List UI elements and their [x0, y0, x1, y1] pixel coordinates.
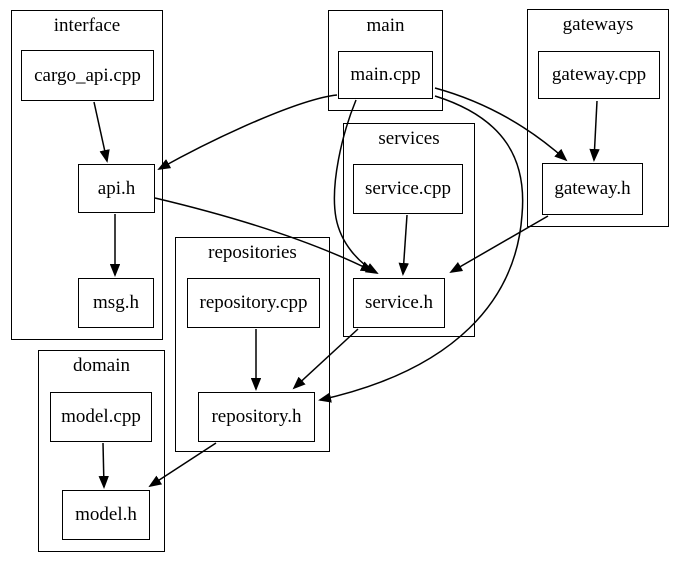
node-main.cpp-label: main.cpp [350, 64, 421, 85]
node-gateway.cpp: gateway.cpp [538, 51, 660, 99]
node-model.h-label: model.h [75, 504, 137, 525]
node-model.h: model.h [62, 490, 150, 540]
node-cargo_api.cpp-label: cargo_api.cpp [34, 64, 141, 86]
node-cargo_api.cpp: cargo_api.cpp [21, 50, 154, 101]
node-repository.cpp: repository.cpp [187, 278, 320, 328]
cluster-interface-label: interface [53, 15, 121, 36]
node-gateway.h: gateway.h [542, 163, 643, 215]
node-service.cpp-label: service.cpp [365, 178, 451, 199]
node-repository.h-label: repository.h [211, 406, 302, 427]
node-gateway.h-label: gateway.h [554, 178, 631, 199]
cluster-domain-label: domain [73, 355, 130, 376]
node-api.h-label: api.h [97, 177, 136, 199]
node-model.cpp: model.cpp [50, 392, 152, 442]
node-service.cpp: service.cpp [353, 164, 463, 214]
node-api.h: api.h [78, 164, 155, 213]
node-service.h-label: service.h [364, 292, 434, 313]
node-repository.cpp-label: repository.cpp [199, 292, 308, 313]
node-msg.h: msg.h [78, 278, 154, 328]
cluster-gateways-label: gateways [562, 14, 634, 35]
node-main.cpp: main.cpp [338, 51, 433, 99]
node-service.h: service.h [353, 278, 445, 328]
cluster-main-label: main [366, 15, 405, 36]
edge-main.cpp-to-api.h [157, 94, 338, 170]
node-msg.h-label: msg.h [93, 292, 139, 313]
cluster-repositories-label: repositories [208, 242, 297, 263]
node-repository.h: repository.h [198, 392, 315, 442]
node-gateway.cpp-label: gateway.cpp [551, 64, 647, 85]
cluster-services-label: services [378, 128, 440, 149]
node-model.cpp-label: model.cpp [61, 406, 141, 427]
